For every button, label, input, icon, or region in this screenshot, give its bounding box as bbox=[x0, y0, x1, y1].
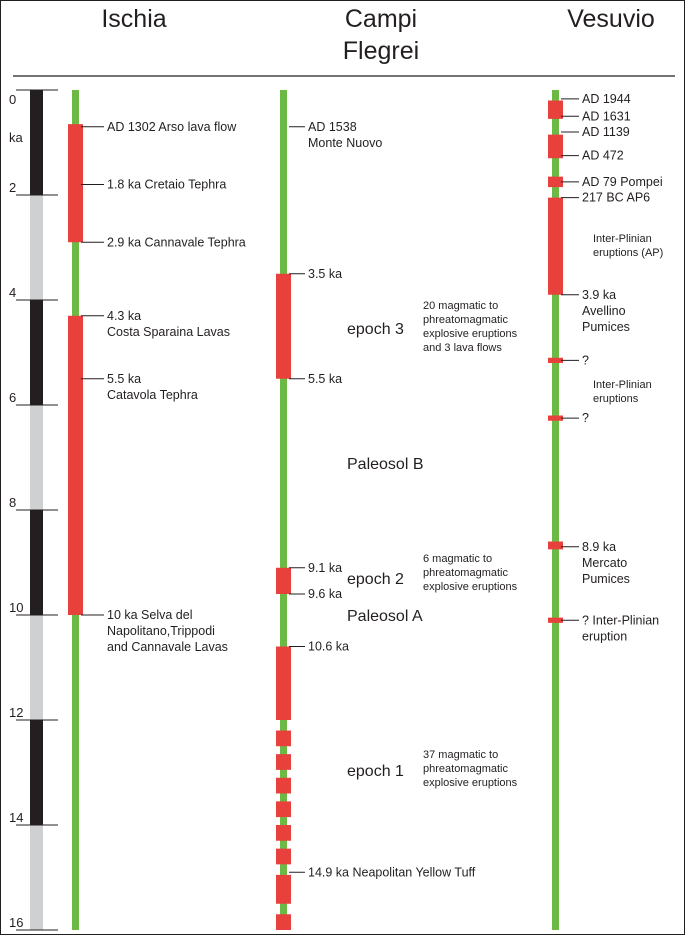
event-label: AD 1302 Arso lava flow bbox=[107, 120, 237, 134]
active-period bbox=[548, 134, 563, 159]
active-period bbox=[548, 100, 563, 119]
event-label: AD 1944 bbox=[582, 92, 631, 106]
active-period bbox=[276, 646, 291, 720]
scale-segment bbox=[30, 195, 43, 300]
scale-segment bbox=[30, 300, 43, 405]
active-period bbox=[276, 825, 291, 841]
active-period bbox=[548, 176, 563, 188]
event-label: 9.1 ka bbox=[308, 561, 342, 575]
event-label: ? bbox=[582, 411, 589, 425]
axis-ticks: 0 2 4 6 8 10 12 14 16 bbox=[9, 89, 58, 931]
event-label: 9.6 ka bbox=[308, 587, 342, 601]
active-period bbox=[276, 273, 291, 379]
active-period bbox=[548, 415, 563, 421]
active-period bbox=[276, 777, 291, 794]
event-label: 2.9 ka Cannavale Tephra bbox=[107, 235, 246, 249]
scale-bar bbox=[30, 90, 43, 930]
active-period bbox=[276, 914, 291, 930]
event-label: AD 79 Pompei bbox=[582, 175, 663, 189]
header-vesuvio: Vesuvio bbox=[567, 5, 655, 33]
axis-unit: ka bbox=[9, 130, 24, 145]
scale-segment bbox=[30, 720, 43, 825]
ischia-column: AD 1302 Arso lava flow 1.8 ka Cretaio Tep… bbox=[68, 90, 246, 930]
campi_flegrei-quiet-bar bbox=[280, 90, 287, 930]
paleosol-b-label: Paleosol B bbox=[347, 456, 424, 473]
active-period bbox=[276, 730, 291, 747]
active-period bbox=[548, 357, 563, 363]
active-period bbox=[276, 754, 291, 770]
vesuvio-quiet-bar bbox=[552, 90, 559, 930]
axis-tick-label: 14 bbox=[9, 810, 23, 825]
active-period bbox=[68, 124, 83, 243]
scale-segment bbox=[30, 405, 43, 510]
active-period bbox=[276, 848, 291, 865]
scale-segment bbox=[30, 510, 43, 615]
event-label: 217 BC AP6 bbox=[582, 191, 650, 205]
active-period bbox=[548, 541, 563, 550]
active-period bbox=[548, 197, 563, 295]
epoch-2-label: epoch 2 bbox=[347, 571, 404, 588]
active-period bbox=[276, 874, 291, 904]
event-label: 10.6 ka bbox=[308, 640, 349, 654]
event-label: AD 1631 bbox=[582, 109, 631, 123]
event-label: 14.9 ka Neapolitan Yellow Tuff bbox=[308, 865, 476, 879]
active-period bbox=[276, 567, 291, 594]
scale-segment bbox=[30, 615, 43, 720]
event-label: 5.5 ka bbox=[308, 372, 342, 386]
axis-tick-label: 6 bbox=[9, 390, 16, 405]
event-label: 3.5 ka bbox=[308, 267, 342, 281]
active-period bbox=[68, 315, 83, 615]
epoch-1-label: epoch 1 bbox=[347, 763, 404, 780]
event-label: ? bbox=[582, 353, 589, 367]
axis-tick-label: 4 bbox=[9, 285, 16, 300]
event-label: AD 1139 bbox=[582, 125, 630, 139]
axis-tick-label: 8 bbox=[9, 495, 16, 510]
header-campi: Campi bbox=[345, 5, 417, 33]
event-label: AD 472 bbox=[582, 149, 624, 163]
epoch-3-label: epoch 3 bbox=[347, 321, 404, 338]
scale-segment bbox=[30, 90, 43, 195]
axis-tick-label: 12 bbox=[9, 705, 23, 720]
active-period bbox=[276, 801, 291, 818]
active-period bbox=[548, 617, 563, 623]
vesuvio-column: AD 1944 AD 1631 AD 1139 AD 472 AD 79 Pompei 2… bbox=[548, 90, 663, 930]
paleosol-a-label: Paleosol A bbox=[347, 608, 423, 625]
axis-tick-label: 0 bbox=[9, 92, 16, 107]
axis-tick-label: 2 bbox=[9, 180, 16, 195]
scale-segment bbox=[30, 825, 43, 930]
axis-tick-label: 10 bbox=[9, 600, 23, 615]
axis-tick-label: 16 bbox=[9, 915, 23, 930]
header-ischia: Ischia bbox=[101, 5, 166, 33]
event-label: 1.8 ka Cretaio Tephra bbox=[107, 178, 226, 192]
header-flegrei: Flegrei bbox=[343, 37, 419, 65]
